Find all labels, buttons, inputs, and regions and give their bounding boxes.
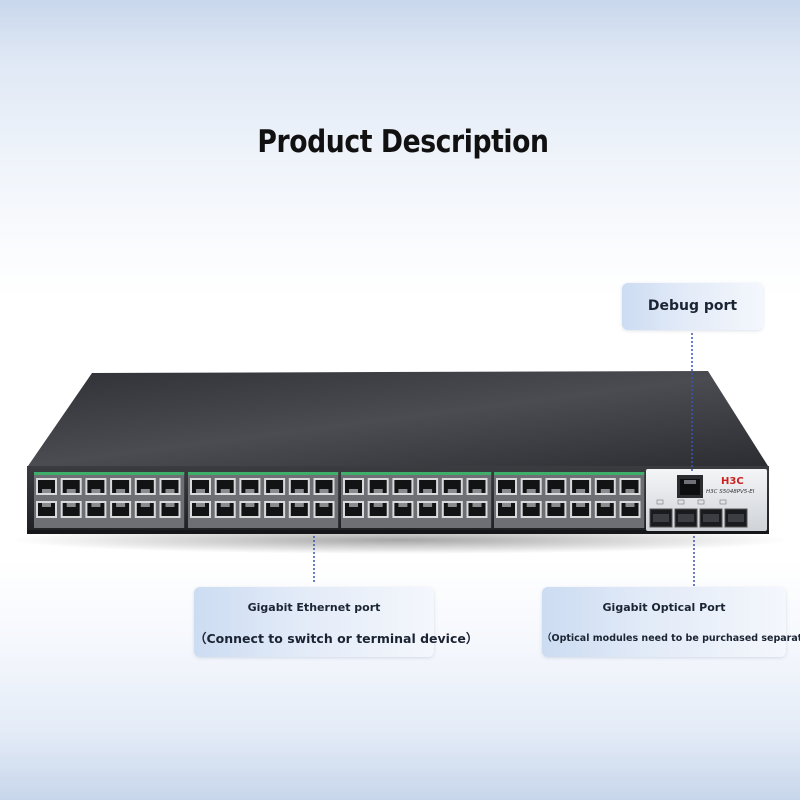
ethernet-port-latch <box>551 503 561 507</box>
optical-port-description: （Optical modules need to be purchased se… <box>542 633 800 644</box>
ethernet-port-latch <box>373 503 383 507</box>
switch-top-surface <box>28 371 768 466</box>
debug-port-callout: Debug port <box>622 283 763 330</box>
debug-port-icon <box>677 475 703 498</box>
ethernet-port-latch <box>66 503 76 507</box>
ethernet-port-latch <box>600 503 610 507</box>
ethernet-port-latch <box>502 489 511 493</box>
ethernet-port-title: Gigabit Ethernet port <box>247 601 381 614</box>
ethernet-port-latch <box>220 503 230 507</box>
ethernet-port-latch <box>600 489 610 493</box>
ethernet-port-latch <box>576 503 586 507</box>
ethernet-port-latch <box>398 503 408 507</box>
ethernet-port-latch <box>42 489 51 493</box>
ethernet-port-latch <box>165 503 175 507</box>
ethernet-port-latch <box>502 503 511 507</box>
ethernet-port-latch <box>576 489 586 493</box>
ethernet-port-latch <box>116 503 126 507</box>
ethernet-port-array <box>34 472 645 528</box>
ethernet-port-description: （Connect to switch or terminal device） <box>194 631 479 646</box>
sfp-port-slot <box>703 514 719 522</box>
ethernet-port-latch <box>373 489 383 493</box>
port-led-strip <box>341 472 492 475</box>
ethernet-port-latch <box>423 503 433 507</box>
ethernet-port-latch <box>220 489 230 493</box>
sfp-port-array <box>649 508 748 528</box>
ethernet-port-latch <box>294 489 304 493</box>
ethernet-port-latch <box>526 489 536 493</box>
ethernet-port-latch <box>66 489 76 493</box>
port-group-frame <box>34 472 185 528</box>
ethernet-port-latch <box>447 489 457 493</box>
ethernet-port-latch <box>551 489 561 493</box>
ethernet-port-callout: Gigabit Ethernet port （Connect to switch… <box>194 587 479 657</box>
port-group-frame <box>341 472 492 528</box>
sfp-port-slot <box>678 514 694 522</box>
port-group-frame <box>188 472 339 528</box>
ethernet-port-latch <box>42 503 51 507</box>
sfp-port-slot <box>653 514 669 522</box>
ethernet-port-latch <box>245 489 255 493</box>
ethernet-port-latch <box>423 489 433 493</box>
ethernet-port-latch <box>472 503 482 507</box>
ethernet-port-latch <box>91 503 101 507</box>
debug-port-label: Debug port <box>647 298 738 314</box>
ethernet-port-latch <box>319 489 329 493</box>
port-led-strip <box>494 472 645 475</box>
ethernet-port-latch <box>196 503 205 507</box>
page-title: Product Description <box>257 124 549 160</box>
ethernet-port-latch <box>319 503 329 507</box>
ethernet-port-latch <box>196 489 205 493</box>
optical-port-title: Gigabit Optical Port <box>602 601 726 614</box>
port-led-strip <box>188 472 339 475</box>
ethernet-port-latch <box>447 503 457 507</box>
ethernet-port-latch <box>349 489 358 493</box>
ethernet-port-latch <box>398 489 408 493</box>
ethernet-port-latch <box>245 503 255 507</box>
port-led-strip <box>34 472 185 475</box>
optical-port-callout: Gigabit Optical Port （Optical modules ne… <box>542 587 800 657</box>
ethernet-port-latch <box>270 503 280 507</box>
status-led-row <box>656 499 727 505</box>
ethernet-port-latch <box>116 489 126 493</box>
sfp-port-slot <box>728 514 744 522</box>
ethernet-port-latch <box>270 489 280 493</box>
ethernet-port-latch <box>140 489 150 493</box>
ethernet-port-latch <box>472 489 482 493</box>
ethernet-port-latch <box>294 503 304 507</box>
ethernet-port-latch <box>625 489 635 493</box>
ethernet-port-latch <box>349 503 358 507</box>
ethernet-port-latch <box>625 503 635 507</box>
model-label: H3C S5048PV5-EI <box>706 489 755 495</box>
port-group-frame <box>494 472 645 528</box>
ethernet-port-latch <box>165 489 175 493</box>
ethernet-port-latch <box>526 503 536 507</box>
ethernet-port-latch <box>140 503 150 507</box>
ethernet-port-latch <box>91 489 101 493</box>
brand-logo: H3C <box>721 476 744 487</box>
